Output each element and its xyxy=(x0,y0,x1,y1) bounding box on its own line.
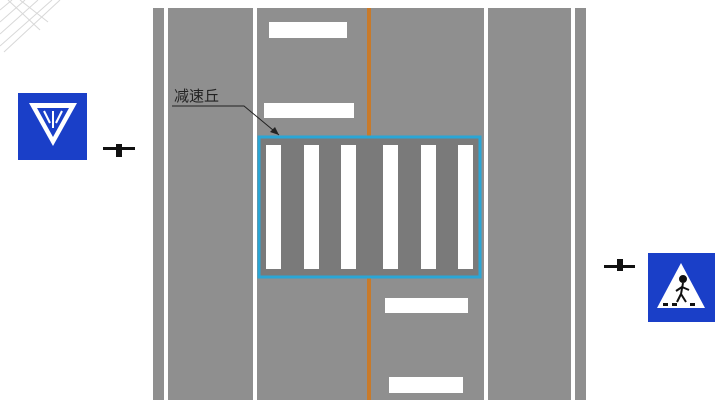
zebra-stripe xyxy=(304,145,319,269)
transverse-markings xyxy=(264,22,468,393)
transverse-bar-4 xyxy=(389,377,463,393)
right-lane-line xyxy=(484,8,488,400)
right-edge-line xyxy=(571,8,575,400)
zebra-stripes xyxy=(266,145,473,269)
left-sign-post xyxy=(103,144,135,157)
right-sign-post xyxy=(604,259,635,271)
zebra-stripe xyxy=(383,145,398,269)
callout-leader-line xyxy=(172,105,280,136)
speed-hump-area xyxy=(257,135,482,279)
yield-triangle-sign-icon xyxy=(29,103,77,146)
zebra-stripe xyxy=(421,145,436,269)
pedestrian-crossing-sign-icon xyxy=(657,263,705,308)
pedestrian-crossing-sign xyxy=(645,250,715,325)
transverse-bar-1 xyxy=(269,22,347,38)
zebra-stripe xyxy=(266,145,281,269)
lane-lines xyxy=(164,8,575,400)
callout-arrowhead xyxy=(270,127,279,135)
transverse-bar-3 xyxy=(385,298,468,313)
callout-label: 减速丘 xyxy=(174,87,219,105)
zebra-stripe xyxy=(341,145,356,269)
left-lane-line xyxy=(253,8,257,400)
speed-hump xyxy=(257,135,482,279)
zebra-stripe xyxy=(458,145,473,269)
left-edge-line xyxy=(164,8,168,400)
corner-watermark xyxy=(0,0,61,53)
yield-sign xyxy=(15,90,90,163)
transverse-bar-2 xyxy=(264,103,354,118)
